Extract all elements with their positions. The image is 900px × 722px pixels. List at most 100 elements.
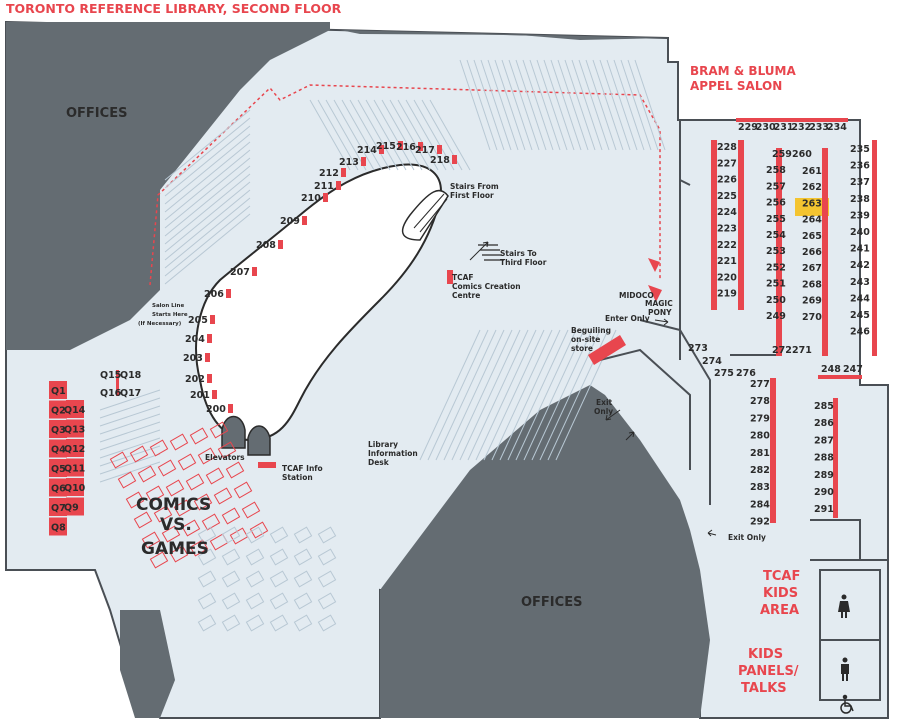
shelf-line	[543, 59, 575, 151]
shelf-line	[381, 99, 423, 171]
booth-mark	[49, 459, 67, 477]
booth-label: 228	[717, 142, 737, 153]
booth-mark	[437, 145, 442, 154]
booth-label: 286	[814, 418, 834, 429]
game-table	[185, 473, 205, 491]
shelf-line	[99, 405, 161, 427]
salon-line-label-2: Starts Here	[152, 312, 188, 318]
booth-label: 235	[850, 144, 870, 155]
booth-label: 270	[802, 312, 822, 323]
booth-label: 283	[750, 482, 770, 493]
library-table	[197, 570, 217, 588]
booth-label: 267	[802, 263, 822, 274]
booth-label: 290	[814, 487, 834, 498]
booth-label: 218	[430, 155, 450, 166]
game-table	[109, 451, 129, 469]
shelf-line	[627, 59, 659, 151]
booth-label: Q7	[51, 503, 66, 514]
booth-label: Q1	[51, 386, 66, 397]
booth-label: 222	[717, 240, 737, 251]
shelf-line	[99, 397, 161, 419]
library-table	[293, 526, 313, 544]
library-table	[317, 614, 337, 632]
game-table	[165, 479, 185, 497]
interior-walls	[599, 120, 888, 701]
shelf-line	[557, 59, 589, 151]
beguiling-label-1: Beguiling	[571, 326, 611, 335]
booth-263-highlight	[795, 198, 829, 216]
booth-label: 225	[717, 191, 737, 202]
game-table	[205, 467, 225, 485]
booth-label: 259	[772, 149, 792, 160]
library-table	[293, 614, 313, 632]
beguiling-store-marker	[588, 335, 626, 365]
library-table	[269, 614, 289, 632]
booth-mark	[66, 478, 84, 496]
library-table	[317, 548, 337, 566]
midoco-marker	[648, 258, 662, 302]
game-table	[157, 459, 177, 477]
booth-mark	[226, 289, 231, 298]
comics-creation-label-1: TCAF	[452, 273, 474, 282]
booth-label: Q11	[64, 464, 85, 475]
booth-mark	[228, 404, 233, 413]
library-table	[269, 592, 289, 610]
booth-label: 271	[792, 345, 812, 356]
booth-label: 247	[843, 364, 863, 375]
library-info-label-3: Desk	[368, 458, 390, 467]
booth-mark	[336, 181, 341, 190]
library-table	[221, 526, 241, 544]
shelf-line	[164, 141, 251, 213]
booth-label: 227	[717, 158, 737, 169]
booth-label: 207	[230, 267, 250, 278]
salon-line-dotted	[149, 84, 661, 286]
salon-label-line1: BRAM & BLUMA	[690, 64, 796, 78]
shelf-line	[435, 329, 497, 461]
kids-area-label-2: KIDS	[763, 586, 798, 601]
booth-label: 285	[814, 401, 834, 412]
library-table	[221, 548, 241, 566]
tcaf-info-label-1: TCAF Info	[282, 464, 323, 473]
shelf-line	[99, 445, 161, 467]
enter-only-label: Enter Only	[605, 314, 650, 323]
booth-label: 273	[688, 343, 708, 354]
comics-label: COMICS	[136, 495, 211, 515]
shelf-line	[373, 99, 415, 171]
library-table	[221, 592, 241, 610]
game-table	[161, 525, 181, 543]
library-table	[245, 614, 265, 632]
shelf-line	[507, 329, 569, 461]
booth-label: 257	[766, 181, 786, 192]
booth-mark	[49, 498, 67, 516]
booth-label: 236	[850, 161, 870, 172]
booth-label: 251	[766, 279, 786, 290]
arrow-icons	[469, 241, 717, 537]
shelf-line	[164, 213, 251, 285]
game-table	[197, 447, 217, 465]
booth-label: Q13	[64, 425, 85, 436]
booth-label: 200	[206, 404, 226, 415]
shelf-line	[419, 329, 481, 461]
library-info-label-2: Information	[368, 449, 418, 458]
offices-block-right-top	[340, 30, 668, 40]
game-table	[173, 499, 193, 517]
game-table	[225, 461, 245, 479]
shelf-line	[99, 389, 161, 411]
game-table	[145, 485, 165, 503]
offices-label-left: OFFICES	[66, 106, 127, 121]
booth-mark	[302, 216, 307, 225]
booth-mark	[49, 381, 67, 399]
booth-label: 275	[714, 368, 734, 379]
booth-label: 253	[766, 246, 786, 257]
game-table	[117, 471, 137, 489]
vs-label: VS.	[160, 515, 192, 535]
shelf-line	[99, 437, 161, 459]
shelf-line	[405, 99, 447, 171]
shelf-line	[164, 165, 251, 237]
game-table	[201, 513, 221, 531]
booth-label: 205	[188, 315, 208, 326]
booth-label: 204	[185, 334, 205, 345]
booth-mark	[49, 420, 67, 438]
shelf-line	[164, 189, 251, 261]
booth-label: 213	[339, 157, 359, 168]
